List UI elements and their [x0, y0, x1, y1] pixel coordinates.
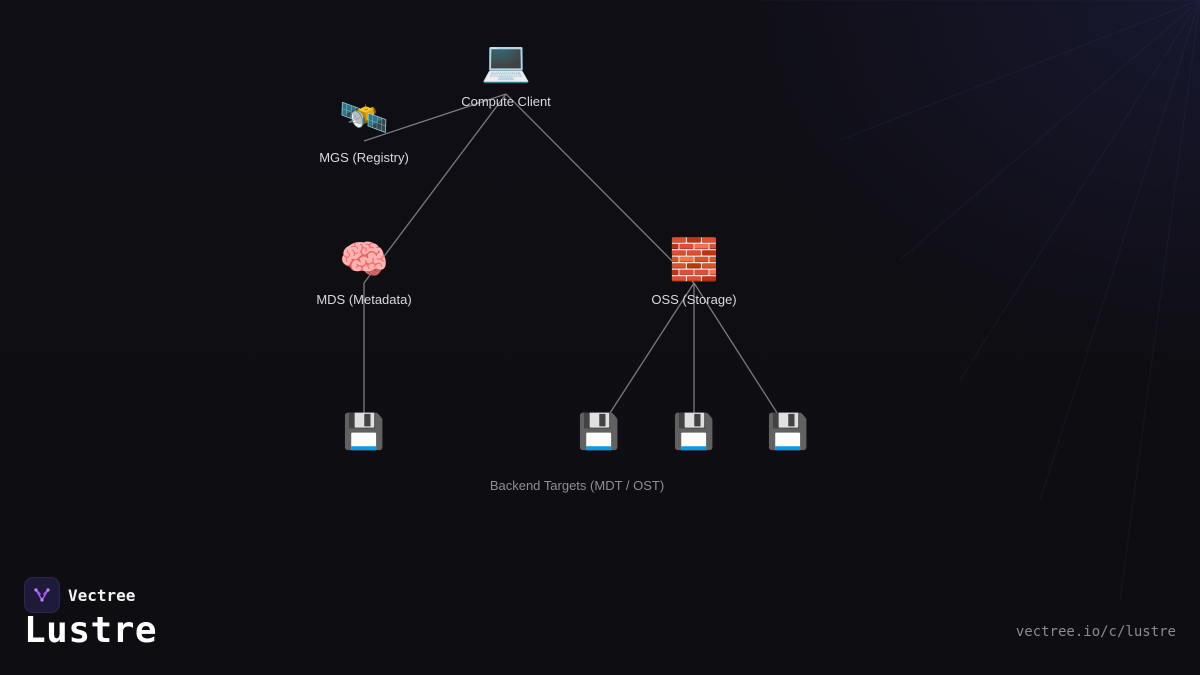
floppy-disk-icon: 💾	[342, 413, 386, 451]
page-title: Lustre	[24, 610, 158, 651]
laptop-icon: 💻	[481, 40, 531, 84]
node-mds: 🧠 MDS (Metadata)	[316, 236, 411, 307]
node-label-compute-client: Compute Client	[461, 94, 551, 109]
floppy-disk-icon: 💾	[766, 413, 810, 451]
brand: Vectree	[24, 577, 135, 613]
node-label-mds: MDS (Metadata)	[316, 292, 412, 307]
node-mgs: 🛰️ MGS (Registry)	[319, 94, 409, 165]
edge-client-oss	[505, 93, 695, 284]
brand-name: Vectree	[68, 585, 136, 605]
node-label-mgs: MGS (Registry)	[319, 150, 409, 165]
footer-url[interactable]: vectree.io/c/lustre	[1015, 624, 1176, 640]
node-label-oss: OSS (Storage)	[651, 292, 737, 307]
vectree-logo-icon	[24, 577, 60, 613]
bricks-icon: 🧱	[669, 238, 719, 282]
edge-client-mgs	[363, 93, 507, 142]
edge-oss-ost1	[598, 282, 695, 431]
brain-icon: 🧠	[339, 238, 389, 282]
edge-client-mds	[363, 93, 507, 284]
edge-oss-ost3	[693, 282, 789, 431]
floppy-disk-icon: 💾	[672, 413, 716, 451]
backend-targets-label: Backend Targets (MDT / OST)	[489, 478, 665, 493]
node-oss: 🧱 OSS (Storage)	[651, 236, 736, 307]
satellite-icon: 🛰️	[339, 96, 389, 140]
node-compute-client: 💻 Compute Client	[461, 38, 551, 109]
floppy-disk-icon: 💾	[577, 413, 621, 451]
